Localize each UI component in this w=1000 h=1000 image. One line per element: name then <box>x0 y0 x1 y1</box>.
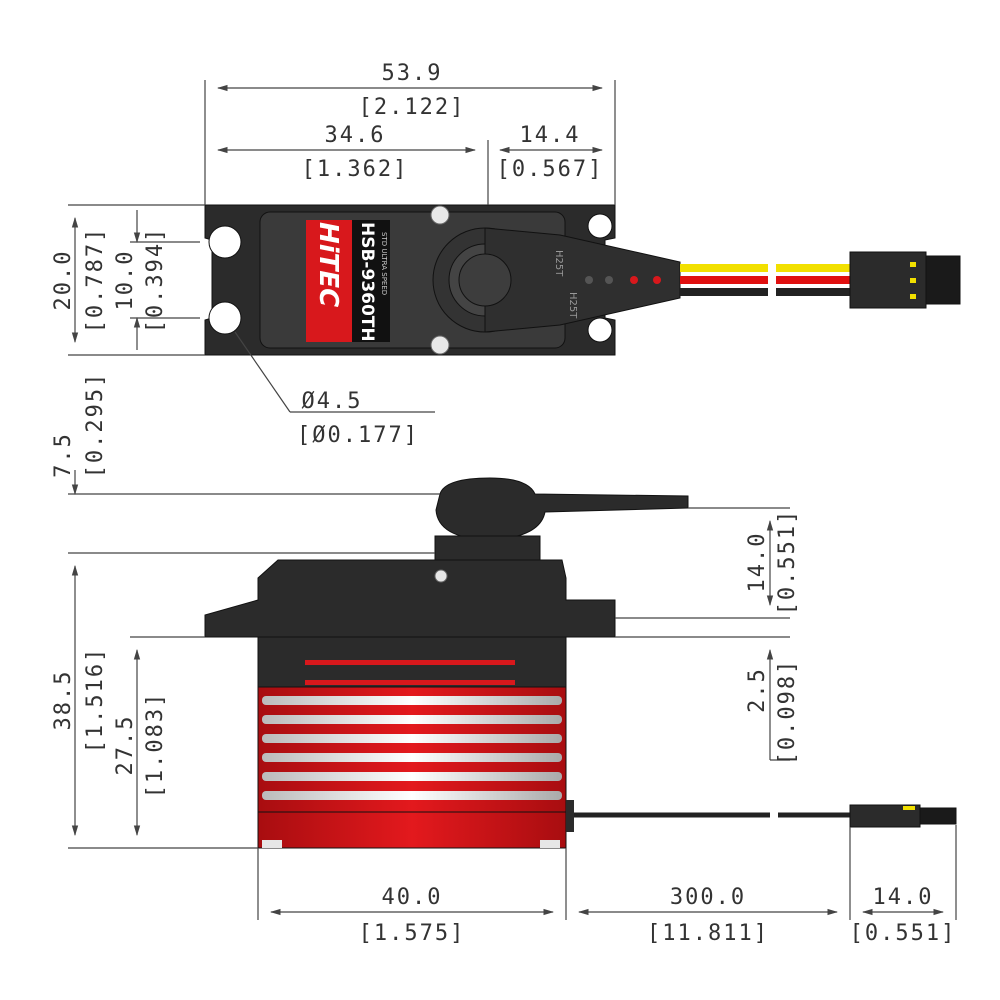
dim-hole-spacing-in: [0.394] <box>143 227 168 334</box>
side-wire-break <box>770 808 778 822</box>
dim-horn-offset-in: [0.295] <box>83 372 108 479</box>
horn-hole-red-2 <box>653 276 661 284</box>
side-wire-exit <box>566 800 574 832</box>
dim-height-mm: 20.0 <box>51 250 76 311</box>
heatsink-fin <box>262 753 562 762</box>
wire-yellow <box>680 264 850 272</box>
mount-hole-top-left <box>208 225 242 259</box>
connector-latch <box>925 255 961 305</box>
dim-wire-length-in: [11.811] <box>647 921 769 946</box>
dim-arm-width-mm: 14.4 <box>520 123 581 148</box>
dim-connector-length-mm: 14.0 <box>873 885 934 910</box>
dim-total-height-mm: 38.5 <box>51 670 76 731</box>
model-number: HSB-9360TH <box>357 222 377 342</box>
heatsink-fins <box>262 696 562 800</box>
model-subtitle: STD ULTRA SPEED <box>380 232 388 295</box>
wire-red <box>680 276 850 284</box>
label-red <box>306 220 352 342</box>
dim-body-width-in: [1.575] <box>359 921 466 946</box>
mount-hole-bottom-left <box>208 301 242 335</box>
dim-height-in: [0.787] <box>83 227 108 334</box>
dim-overall-width-mm: 53.9 <box>382 61 443 86</box>
dim-flange-thickness-mm: 2.5 <box>745 667 770 713</box>
heatsink-fin <box>262 791 562 800</box>
mount-hole-top-right <box>587 213 613 239</box>
side-bottom-case <box>257 811 567 849</box>
side-foot-left <box>262 840 282 848</box>
dim-case-width-mm: 34.6 <box>325 123 386 148</box>
heatsink-fin <box>262 696 562 705</box>
dim-wire-length-mm: 300.0 <box>670 885 746 910</box>
wire-break <box>768 258 776 302</box>
side-red-stripe-1 <box>305 660 515 665</box>
screw-top <box>430 205 450 225</box>
horn-hub <box>458 253 512 307</box>
top-view-dimensions: 53.9 [2.122] 34.6 [1.362] 14.4 [0.567] 2… <box>51 61 616 448</box>
side-horn <box>435 477 689 541</box>
heatsink-fin <box>262 772 562 781</box>
connector-pin-3 <box>910 294 916 299</box>
servo-horn <box>484 227 681 333</box>
dim-hole-spacing-mm: 10.0 <box>113 250 138 311</box>
side-foot-right <box>540 840 560 848</box>
label-black <box>352 220 390 342</box>
dim-flange-height-in: [1.083] <box>143 692 168 799</box>
horn-hole-red-1 <box>630 276 638 284</box>
side-view-servo <box>204 477 957 849</box>
mount-hole-bottom-right <box>587 317 613 343</box>
dim-top-height-in: [0.551] <box>775 509 800 616</box>
dim-arm-width-in: [0.567] <box>497 157 604 182</box>
dim-hole-diameter-in: [Ø0.177] <box>297 423 419 448</box>
screw-bottom <box>430 335 450 355</box>
horn-hole-1 <box>585 276 593 284</box>
heatsink-fin <box>262 715 562 724</box>
connector-pin-2 <box>910 278 916 283</box>
wire-black <box>680 288 850 296</box>
dim-overall-width-in: [2.122] <box>359 95 466 120</box>
dim-total-height-in: [1.516] <box>83 647 108 754</box>
brand-logo: HiTEC <box>313 222 343 307</box>
horn-marking-top: H25T <box>553 250 564 277</box>
horn-hole-2 <box>605 276 613 284</box>
top-view-servo: HiTEC HSB-9360TH STD ULTRA SPEED H25T H2… <box>204 204 961 356</box>
side-upper-case <box>204 559 616 638</box>
side-output-shaft <box>434 535 541 563</box>
side-connector-latch <box>919 807 957 825</box>
dim-flange-thickness-in: [0.098] <box>775 659 800 766</box>
heatsink-fin <box>262 734 562 743</box>
side-view-dimensions: 7.5 [0.295] 38.5 [1.516] 27.5 [1.083] 14… <box>51 372 957 946</box>
dim-hole-diameter-mm: Ø4.5 <box>302 389 363 414</box>
side-screw <box>434 569 448 583</box>
dim-flange-height-mm: 27.5 <box>113 715 138 776</box>
dim-connector-length-in: [0.551] <box>850 921 957 946</box>
horn-marking-bottom: H25T <box>567 292 578 319</box>
side-red-stripe-2 <box>305 680 515 685</box>
dim-top-height-mm: 14.0 <box>745 532 770 593</box>
connector-pin-1 <box>910 262 916 267</box>
dim-horn-offset-mm: 7.5 <box>51 432 76 478</box>
dim-case-width-in: [1.362] <box>302 157 409 182</box>
dim-body-width-mm: 40.0 <box>382 885 443 910</box>
side-connector-pin <box>903 806 915 810</box>
